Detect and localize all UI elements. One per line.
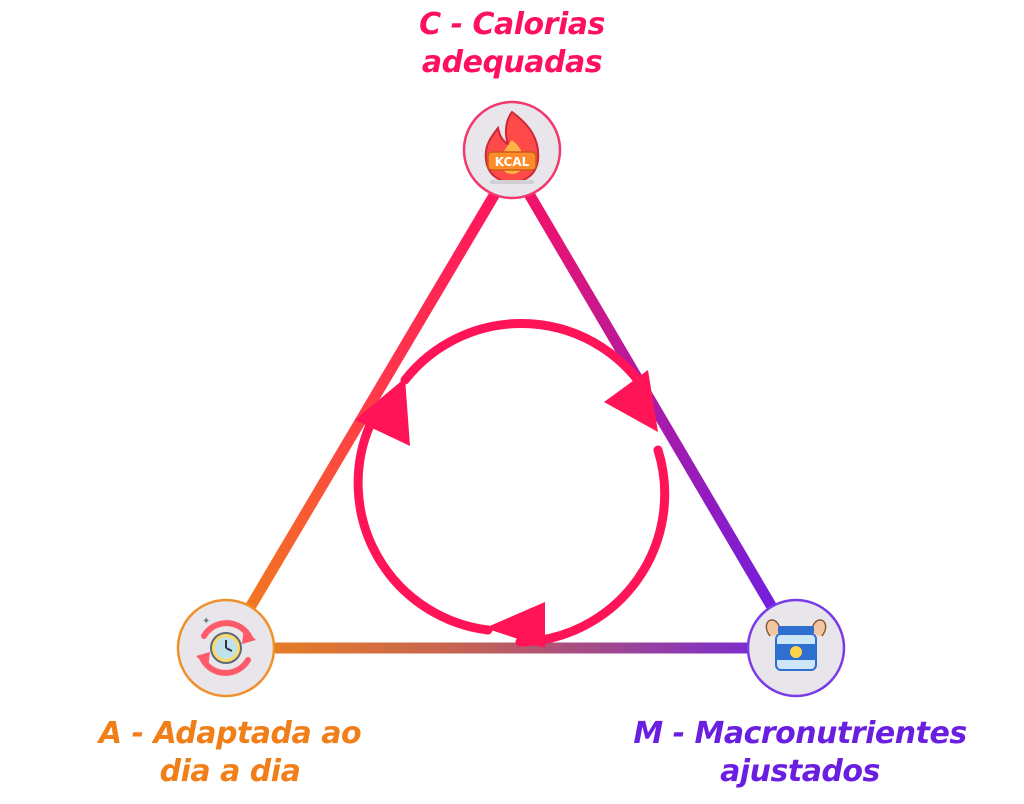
- cycle-arrowhead-2: [485, 602, 545, 648]
- label-adaptada: A - Adaptada ao dia a dia: [60, 715, 400, 791]
- cycle-arc-1: [400, 319, 653, 400]
- svg-text:KCAL: KCAL: [495, 155, 530, 169]
- label-macronutrientes: M - Macronutrientes ajustados: [600, 715, 1000, 791]
- protein-jar-icon: [765, 619, 827, 671]
- node-top-calorias: KCAL: [462, 100, 562, 200]
- label-macronutrientes-line2: ajustados: [720, 754, 880, 789]
- edge-top-right: [506, 159, 802, 654]
- svg-text:✦: ✦: [202, 616, 210, 627]
- fire-kcal-icon: KCAL: [484, 110, 540, 184]
- edge-top-left: [220, 159, 518, 654]
- label-macronutrientes-line1: M - Macronutrientes: [633, 716, 967, 751]
- node-right-macronutrientes: [746, 598, 846, 698]
- label-adaptada-line1: A - Adaptada ao: [98, 716, 362, 751]
- label-calorias-line2: adequadas: [421, 45, 603, 80]
- cycle-arrowhead-3: [355, 378, 410, 446]
- label-calorias: C - Calorias adequadas: [362, 6, 662, 82]
- cycle-arrows: [353, 319, 670, 648]
- cycle-arc-2: [515, 445, 670, 647]
- cycle-arc-3: [353, 420, 493, 635]
- cycle-arrowhead-1: [604, 370, 658, 432]
- label-calorias-line1: C - Calorias: [419, 7, 605, 42]
- clock-cycle-icon: ✦: [196, 616, 256, 676]
- label-adaptada-line2: dia a dia: [159, 754, 301, 789]
- node-left-adaptada: ✦: [176, 598, 276, 698]
